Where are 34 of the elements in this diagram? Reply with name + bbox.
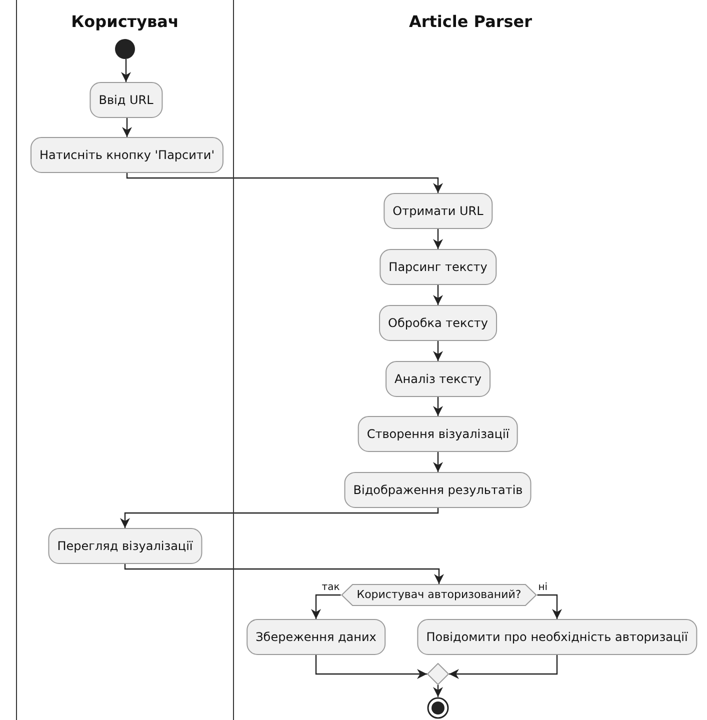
action-box: Відображення результатів	[344, 472, 532, 508]
action-box: Створення візуалізації	[358, 416, 518, 452]
action-box: Парсинг тексту	[380, 249, 496, 285]
end-node	[427, 697, 449, 719]
lane-title: Користувач	[70, 12, 180, 31]
arrow	[311, 594, 341, 619]
action-box: Отримати URL	[384, 193, 492, 229]
lane-title: Article Parser	[408, 12, 534, 31]
action-box: Обробка тексту	[379, 305, 497, 341]
start-node	[115, 39, 135, 59]
action-box: Перегляд візуалізації	[48, 528, 202, 564]
arrow	[433, 685, 443, 697]
arrow	[433, 229, 443, 249]
decision-hexagon: Користувач авторизований?	[340, 584, 538, 606]
action-box: Аналіз тексту	[386, 361, 490, 397]
arrow	[433, 341, 443, 361]
arrow	[433, 285, 443, 305]
action-box: Натисніть кнопку 'Парсити'	[30, 137, 224, 173]
arrow	[449, 655, 558, 679]
action-box: Ввід URL	[90, 82, 162, 118]
arrow	[122, 118, 132, 137]
action-box: Повідомити про необхідність авторизації	[417, 619, 697, 655]
arrow	[124, 564, 444, 584]
action-box: Збереження даних	[246, 619, 386, 655]
arrow	[315, 655, 427, 679]
arrow	[537, 594, 562, 619]
edge-label: так	[322, 582, 340, 594]
arrow	[126, 173, 443, 193]
merge-diamond	[427, 663, 449, 685]
arrow	[120, 508, 439, 528]
arrow	[121, 59, 131, 82]
arrow	[433, 397, 443, 416]
edge-label: ні	[538, 582, 548, 594]
arrow	[433, 452, 443, 472]
